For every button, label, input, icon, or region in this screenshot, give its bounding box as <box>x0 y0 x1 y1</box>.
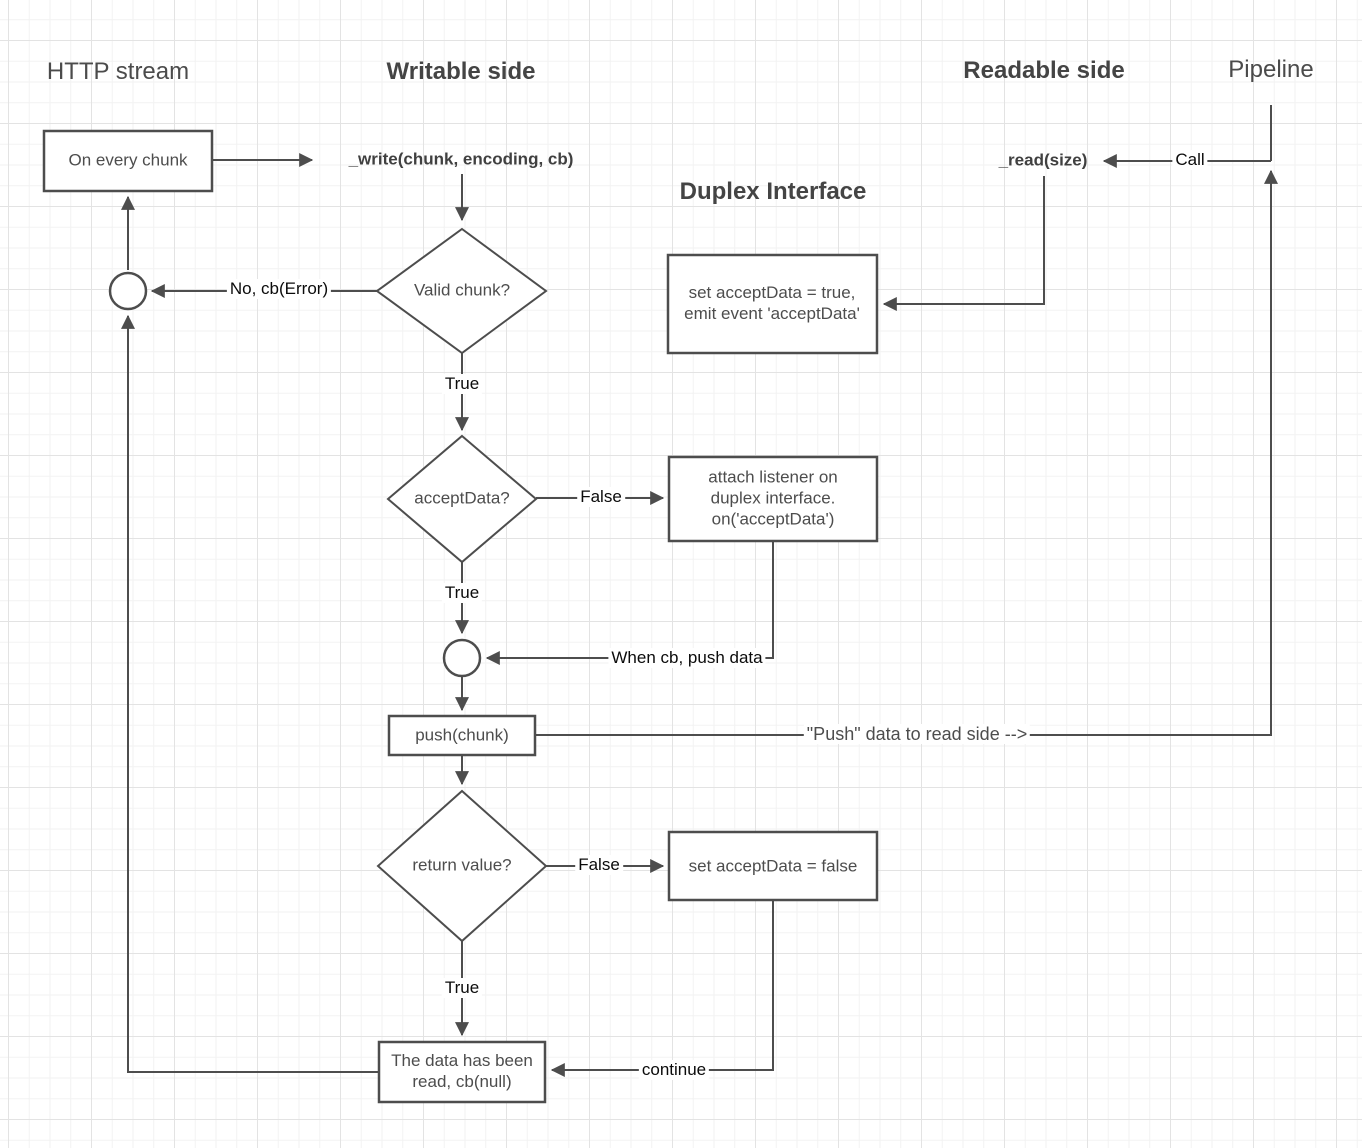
edge-label-call: Call <box>1172 150 1208 170</box>
read-fn-label: _read(size) <box>998 150 1088 170</box>
data-read-label: The data has been read, cb(null) <box>391 1051 533 1091</box>
push-chunk-node <box>387 714 537 757</box>
junction-circle-2 <box>442 638 482 678</box>
edge-label-when-cb-push: When cb, push data <box>608 648 766 668</box>
write-fn-label: _write(chunk, encoding, cb) <box>348 149 574 169</box>
attach-listener-label: attach listener on duplex interface. on(… <box>708 467 838 529</box>
set-acceptdata-false-label: set acceptData = false <box>688 856 858 876</box>
title-duplex-interface: Duplex Interface <box>679 178 867 205</box>
return-value-label: return value? <box>412 855 512 875</box>
edge-attach-to-junction2 <box>485 541 774 665</box>
edge-label-no-cb-error: No, cb(Error) <box>226 279 332 299</box>
edge-read-to-settrue <box>882 176 1045 311</box>
edge-label-push-to-read-side: "Push" data to read side --> <box>803 724 1031 744</box>
edge-label-false-1: False <box>577 487 625 507</box>
edge-label-false-2: False <box>575 855 623 875</box>
acceptdata-decision <box>386 434 538 564</box>
edge-label-true-2: True <box>441 583 483 603</box>
set-acceptdata-true-node <box>666 253 879 355</box>
header-http-stream: HTTP stream <box>46 58 190 85</box>
on-every-chunk-label: On every chunk <box>68 150 188 170</box>
header-pipeline: Pipeline <box>1228 56 1314 83</box>
edge-label-true-3: True <box>441 978 483 998</box>
on-every-chunk-node <box>42 129 214 193</box>
push-chunk-label: push(chunk) <box>415 725 509 745</box>
attach-listener-node <box>667 455 879 543</box>
edge-label-continue: continue <box>638 1060 710 1080</box>
data-read-node <box>377 1040 547 1104</box>
set-acceptdata-false-node <box>667 830 879 902</box>
return-value-decision <box>376 789 548 943</box>
header-readable-side: Readable side <box>963 57 1125 84</box>
valid-chunk-decision <box>375 227 548 355</box>
acceptdata-label: acceptData? <box>414 488 510 508</box>
valid-chunk-label: Valid chunk? <box>413 280 511 300</box>
edge-label-true-1: True <box>441 374 483 394</box>
edge-dataread-back-to-junction <box>121 314 379 1073</box>
edge-push-to-pipeline <box>535 169 1278 736</box>
junction-circle-1 <box>108 271 148 311</box>
header-writable-side: Writable side <box>386 58 536 85</box>
set-acceptdata-true-label: set acceptData = true, emit event 'accep… <box>684 283 860 323</box>
edge-setfalse-continue-to-dataread <box>550 900 774 1077</box>
